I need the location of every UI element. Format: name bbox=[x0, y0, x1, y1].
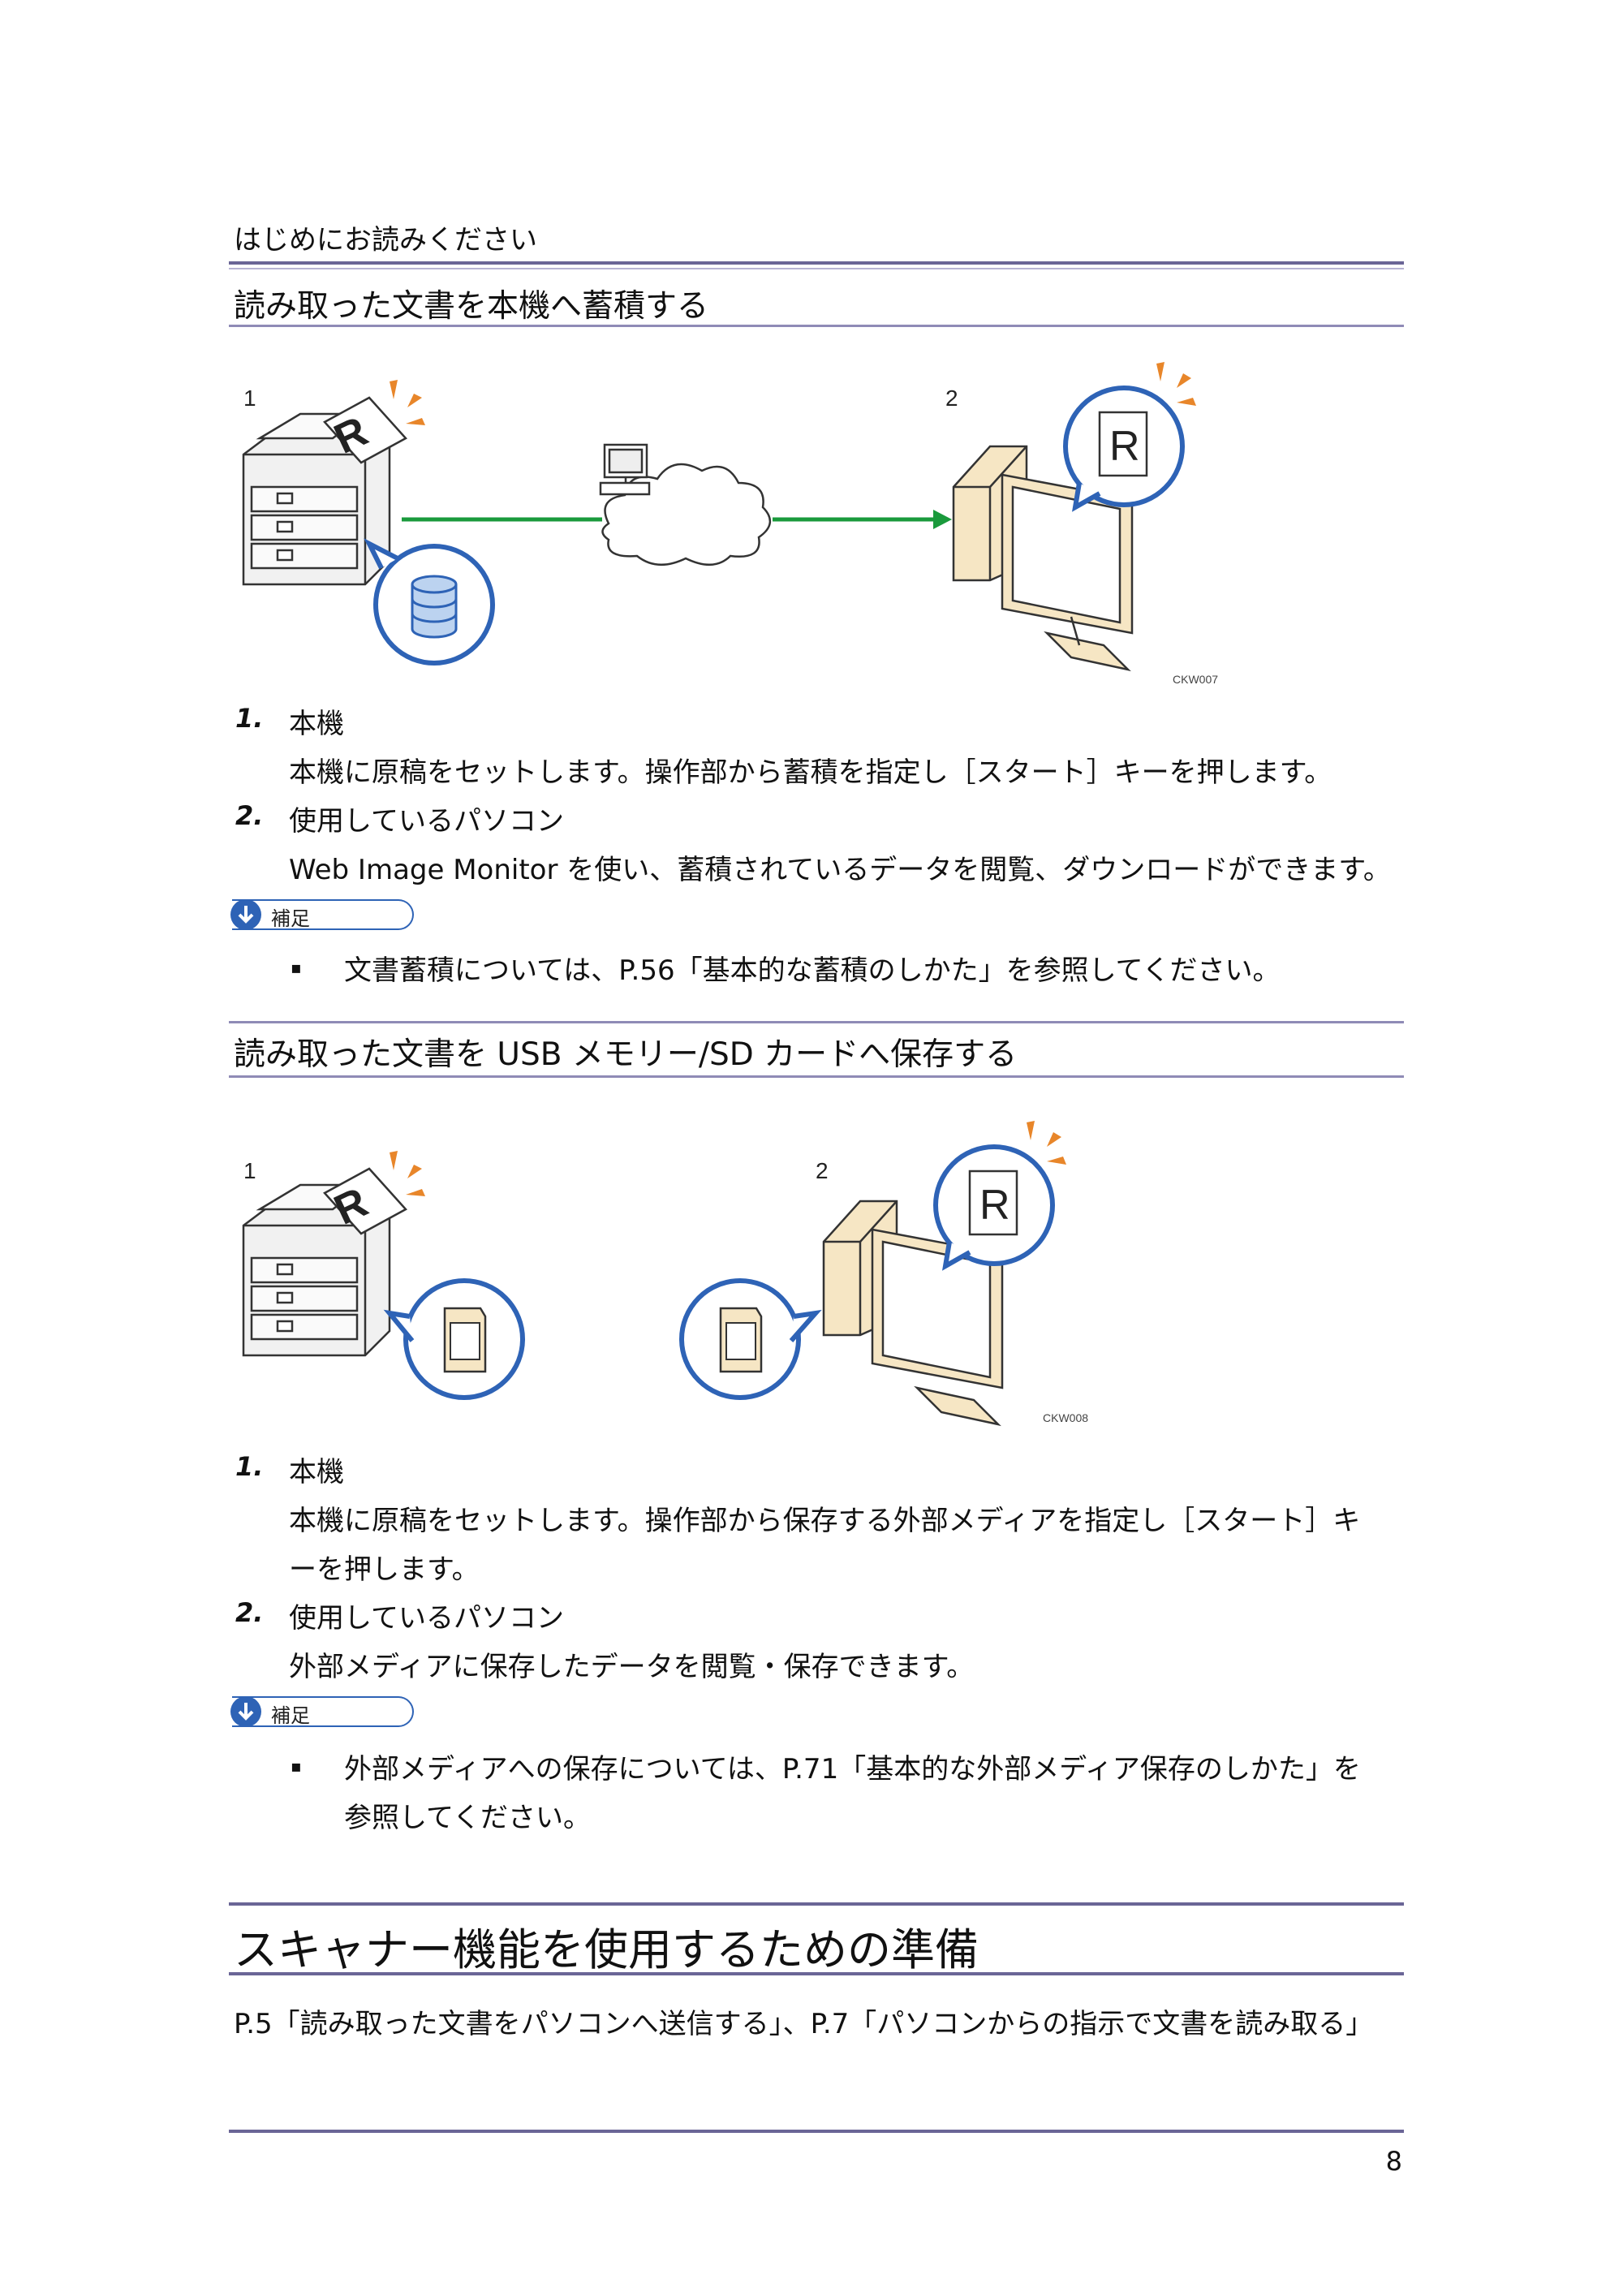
document-bubble bbox=[933, 1144, 1055, 1271]
note-label: 補足 bbox=[271, 1704, 310, 1727]
bullet-icon: ▪ bbox=[291, 1756, 302, 1776]
multifunction-printer-icon bbox=[242, 1167, 407, 1357]
section-rule bbox=[229, 1021, 1404, 1023]
database-icon bbox=[411, 575, 458, 639]
note-badge: 補足 bbox=[230, 1696, 414, 1727]
figure-code: CKW007 bbox=[1173, 673, 1218, 686]
down-arrow-icon bbox=[230, 1696, 261, 1727]
figure-code: CKW008 bbox=[1043, 1411, 1088, 1424]
item-text: Web Image Monitor を使い、蓄積されているデータを閲覧、ダウンロ… bbox=[289, 854, 1391, 886]
item-heading-pc: 使用しているパソコン bbox=[289, 1602, 564, 1635]
note-badge: 補足 bbox=[230, 899, 414, 930]
section-title-store: 読み取った文書を本機へ蓄積する bbox=[234, 288, 709, 325]
sd-card-bubble-right bbox=[679, 1278, 822, 1400]
figure-label-2: 2 bbox=[945, 386, 958, 411]
item-number: 2. bbox=[235, 1597, 264, 1628]
item-number: 1. bbox=[235, 1451, 264, 1482]
arrow-head bbox=[933, 510, 952, 529]
page-number: 8 bbox=[1385, 2146, 1402, 2177]
running-header: はじめにお読みください bbox=[234, 224, 537, 256]
figure-label-2: 2 bbox=[816, 1158, 829, 1183]
figure-store-to-machine: 1 2 R bbox=[242, 362, 1218, 686]
section-title-save-external: 読み取った文書を USB メモリー/SD カードへ保存する bbox=[234, 1036, 1018, 1073]
section-rule bbox=[229, 325, 1404, 327]
item-text: 本機に原稿をセットします。操作部から蓄積を指定し［スタート］キーを押します。 bbox=[289, 756, 1332, 789]
item-number: 1. bbox=[235, 703, 264, 734]
desktop-computer-icon bbox=[822, 1200, 1004, 1427]
item-heading-machine: 本機 bbox=[289, 1456, 344, 1488]
flash-icon bbox=[390, 1151, 425, 1196]
network-cloud-icon bbox=[601, 463, 771, 566]
chapter-links: P.5「読み取った文書をパソコンへ送信する」、P.7「パソコンからの指示で文書を… bbox=[234, 2008, 1374, 2040]
note-label: 補足 bbox=[271, 907, 310, 930]
footer-rule bbox=[229, 2130, 1404, 2133]
flash-icon bbox=[390, 380, 425, 425]
item-text: 本機に原稿をセットします。操作部から保存する外部メディアを指定し［スタート］キ bbox=[289, 1505, 1361, 1537]
flash-icon bbox=[1027, 1121, 1066, 1165]
figure-label-1: 1 bbox=[243, 1158, 256, 1183]
desktop-computer-icon bbox=[952, 445, 1134, 672]
header-rule bbox=[229, 261, 1404, 269]
note-text: 参照してください。 bbox=[344, 1802, 591, 1834]
sd-card-bubble-left bbox=[383, 1278, 525, 1400]
item-number: 2. bbox=[235, 800, 264, 831]
chapter-rule-bottom bbox=[229, 1972, 1404, 1975]
note-text: 文書蓄積については、P.56「基本的な蓄積のしかた」を参照してください。 bbox=[344, 954, 1281, 987]
chapter-title: スキャナー機能を使用するための準備 bbox=[234, 1924, 979, 1975]
document-bubble bbox=[1063, 386, 1185, 512]
bubble-letter: R bbox=[979, 1182, 1010, 1229]
down-arrow-icon bbox=[230, 899, 261, 930]
item-text: 外部メディアに保存したデータを閲覧・保存できます。 bbox=[289, 1651, 975, 1683]
bullet-icon: ▪ bbox=[291, 958, 302, 977]
item-text: ーを押します。 bbox=[289, 1553, 480, 1586]
chapter-rule-top bbox=[229, 1902, 1404, 1906]
flash-icon bbox=[1156, 362, 1196, 406]
figure-label-1: 1 bbox=[243, 386, 256, 411]
bubble-letter: R bbox=[1109, 423, 1140, 470]
section-rule bbox=[229, 1075, 1404, 1078]
multifunction-printer-icon bbox=[242, 396, 407, 586]
small-computer-icon bbox=[599, 443, 651, 496]
item-heading-machine: 本機 bbox=[289, 708, 344, 740]
note-text: 外部メディアへの保存については、P.71「基本的な外部メディア保存のしかた」を bbox=[344, 1753, 1361, 1786]
figure-save-to-media: 1 2 R bbox=[242, 1121, 1088, 1427]
item-heading-pc: 使用しているパソコン bbox=[289, 805, 564, 838]
